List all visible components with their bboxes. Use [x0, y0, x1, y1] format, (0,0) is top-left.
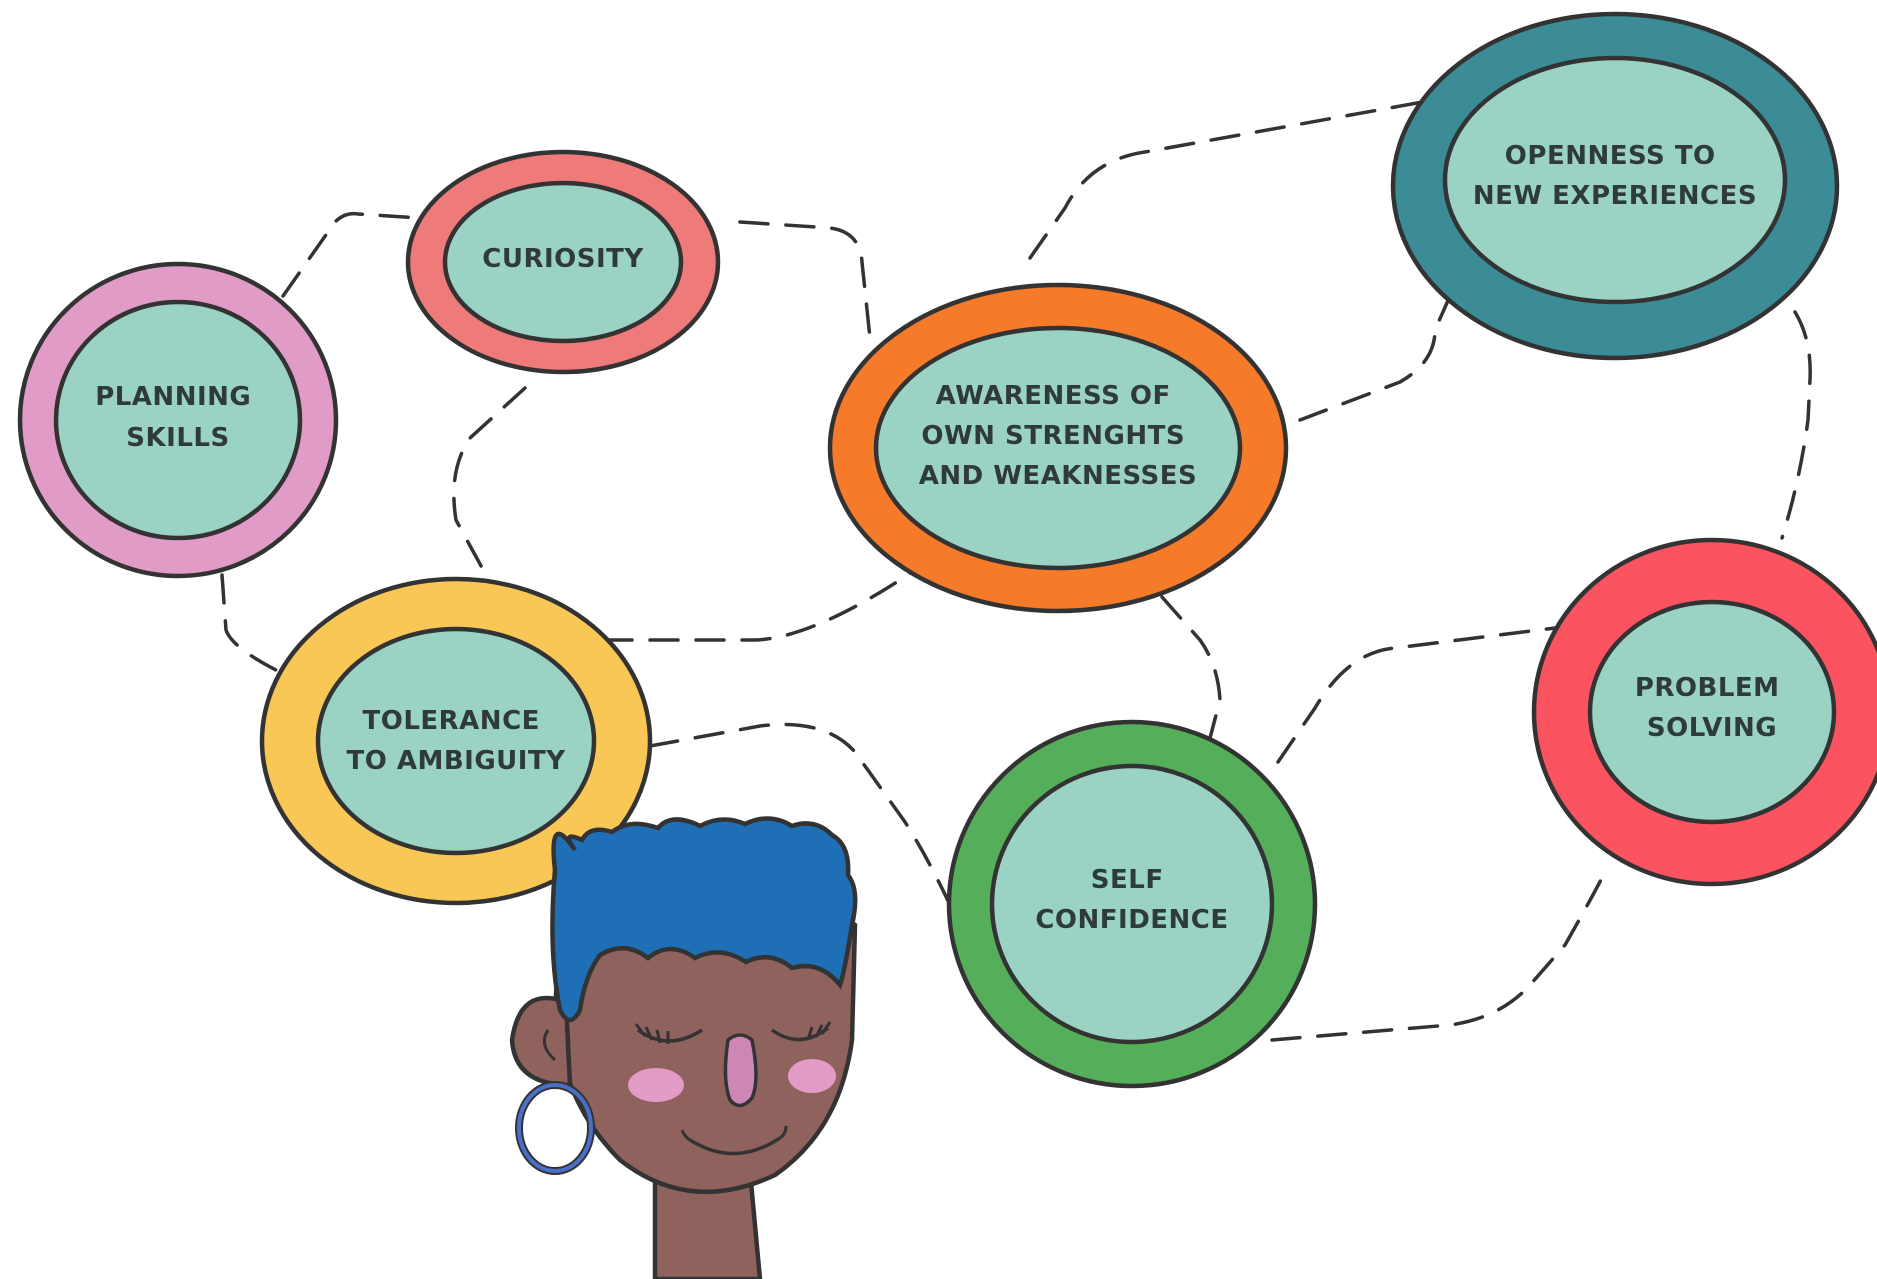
- connector-openness-problem: [1780, 310, 1812, 540]
- ear-detail: [542, 1029, 557, 1062]
- left-lashes: [634, 1023, 670, 1044]
- connector-planning-tolerance: [220, 573, 282, 674]
- connector-curiosity-awareness: [738, 220, 872, 340]
- node-core: [53, 299, 303, 541]
- node-label: SELF CONFIDENCE: [1035, 865, 1228, 935]
- node-tolerance: TOLERANCE TO AMBIGUITY: [259, 576, 653, 906]
- connector-awareness-openness-bottom: [1298, 294, 1452, 422]
- node-openness: OPENNESS TO NEW EXPERIENCES: [1390, 11, 1840, 361]
- node-core: [1587, 599, 1837, 825]
- right-lashes: [806, 1021, 832, 1041]
- right-cheek: [788, 1059, 836, 1093]
- connector-tolerance-awareness: [602, 566, 920, 642]
- connector-tolerance-self: [648, 722, 952, 907]
- node-awareness: AWARENESS OF OWN STRENGHTS AND WEAKNESSE…: [827, 282, 1289, 614]
- node-label: TOLERANCE TO AMBIGUITY: [346, 706, 566, 776]
- person-nose: [723, 1033, 758, 1108]
- node-core: [1442, 55, 1788, 305]
- node-curiosity: CURIOSITY: [405, 149, 721, 375]
- node-planning-skills: PLANNING SKILLS: [17, 261, 339, 579]
- connector-curiosity-tolerance: [452, 386, 527, 588]
- earring-inner: [517, 1083, 593, 1173]
- node-label: OPENNESS TO NEW EXPERIENCES: [1473, 141, 1757, 211]
- smile-dimple-left: [680, 1129, 691, 1142]
- node-label: CURIOSITY: [482, 244, 644, 274]
- connector-awareness-self: [1160, 595, 1222, 740]
- smile-dimple-right: [779, 1125, 788, 1140]
- left-cheek: [628, 1068, 684, 1102]
- connector-planning-curiosity: [281, 211, 422, 298]
- node-core: [442, 180, 684, 344]
- connector-self-problem: [1276, 626, 1557, 764]
- node-core: [315, 626, 597, 856]
- node-core: [989, 763, 1275, 1045]
- node-core: [873, 325, 1243, 571]
- connectors: [220, 96, 1812, 1042]
- connector-awareness-openness-top: [1028, 96, 1447, 260]
- node-self-confidence: SELF CONFIDENCE: [946, 719, 1318, 1089]
- node-problem-solving: PROBLEM SOLVING: [1531, 537, 1877, 887]
- person-hair: [550, 816, 858, 1023]
- person-illustration: [509, 816, 858, 1279]
- node-label: PLANNING SKILLS: [95, 382, 261, 453]
- node-label: AWARENESS OF OWN STRENGHTS AND WEAKNESSE…: [919, 381, 1198, 491]
- person-smile: [689, 1136, 781, 1156]
- connector-self-problem-bottom: [1270, 876, 1604, 1042]
- node-label: PROBLEM SOLVING: [1635, 673, 1789, 743]
